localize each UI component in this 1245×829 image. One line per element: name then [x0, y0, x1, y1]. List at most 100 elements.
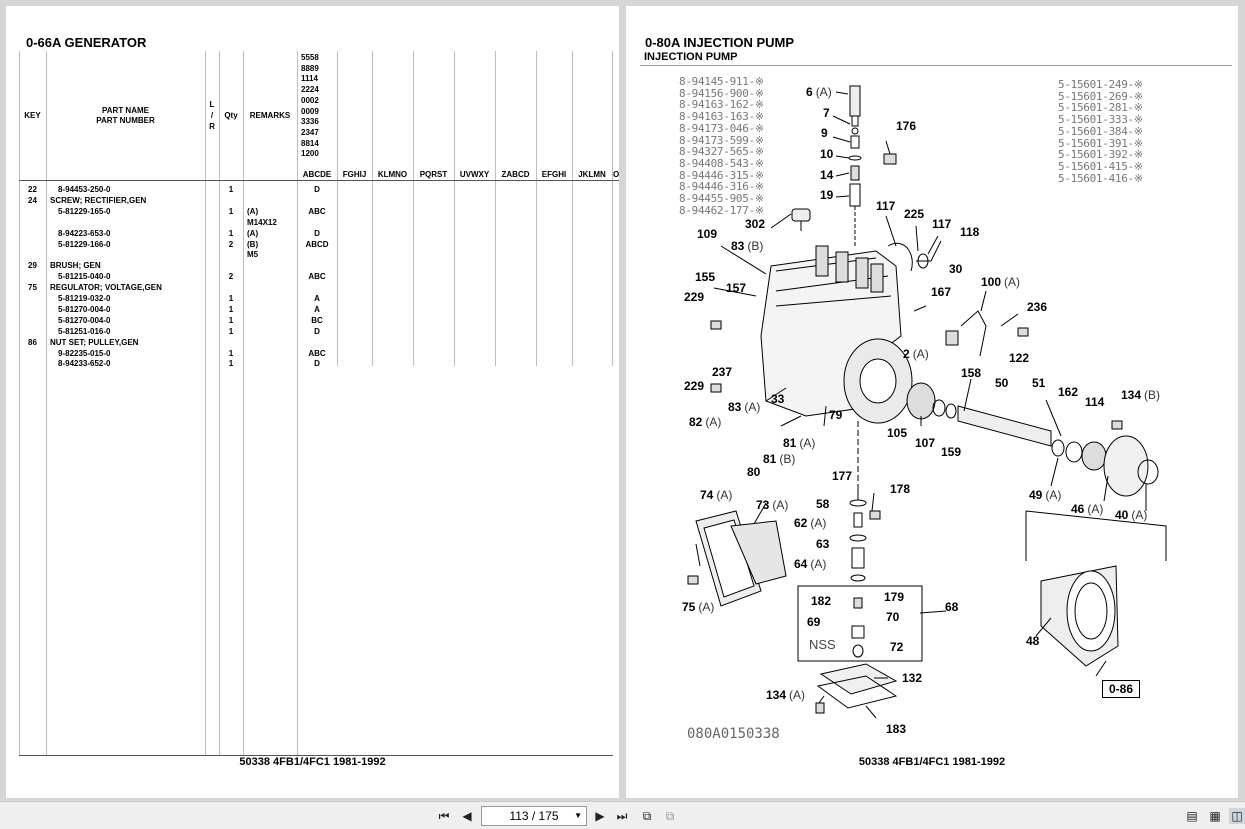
- serial-codes: 5558 8889 1114 2224 0002 0009 3336 2347 …: [301, 53, 319, 159]
- ref-number: 8-94156-900-※: [679, 86, 764, 100]
- callout-14: 14: [820, 168, 833, 182]
- cell-code: A: [314, 294, 320, 303]
- right-page: 0-80A INJECTION PUMP INJECTION PUMP 8-94…: [626, 6, 1238, 798]
- callout-46: 46(A): [1071, 502, 1103, 516]
- callout-number: 81: [763, 452, 777, 466]
- cell-key: 29: [28, 261, 37, 271]
- image-id: 080A0150338: [687, 726, 780, 742]
- callout-162: 162: [1058, 385, 1078, 399]
- callout-number: 105: [887, 426, 908, 440]
- callout-number: 100: [981, 275, 1002, 289]
- callout-variant: (B): [1144, 388, 1161, 402]
- next-page-icon[interactable]: ▶: [595, 809, 605, 823]
- callout-number: 73: [756, 498, 770, 512]
- callout-51: 51: [1032, 376, 1045, 390]
- cell-code: D: [314, 185, 320, 194]
- callout-62: 62(A): [794, 516, 826, 530]
- cross-ref-box[interactable]: 0-86: [1102, 680, 1141, 698]
- cell-code: D: [314, 326, 320, 336]
- callout-82: 82(A): [689, 415, 721, 429]
- callout-number: 75: [682, 600, 696, 614]
- callout-variant: (A): [1131, 508, 1148, 522]
- facing-page-icon[interactable]: ◫: [1229, 808, 1245, 824]
- callout-number: 122: [1009, 351, 1030, 365]
- callout-number: 9: [821, 126, 828, 140]
- cell-qty: 2: [228, 272, 234, 282]
- callout-number: 7: [823, 106, 830, 120]
- cell-number: 5-81270-004-0: [58, 304, 111, 314]
- callout-variant: (A): [789, 688, 806, 702]
- page-number-select[interactable]: 113 / 175 ▼: [481, 806, 587, 826]
- callout-number: 182: [811, 594, 832, 608]
- callout-134: 134(A): [766, 688, 805, 702]
- callout-number: 33: [771, 392, 785, 406]
- cell-qty: 1: [228, 304, 234, 314]
- callout-variant: (A): [716, 488, 733, 502]
- callout-number: 30: [949, 262, 963, 276]
- callout-132: 132: [902, 671, 922, 685]
- col-code-7: EFGHI: [541, 170, 567, 179]
- header-remarks: REMARKS: [249, 111, 291, 120]
- header-qty: Qty: [224, 111, 238, 120]
- cell-key: 75: [28, 283, 37, 293]
- col-code-9: O: [613, 170, 619, 179]
- header-slash: /: [210, 111, 214, 120]
- callout-number: 178: [890, 482, 911, 496]
- first-page-icon[interactable]: ⏮: [438, 809, 450, 823]
- cell-code: ABC: [308, 206, 326, 216]
- callout-number: 63: [816, 537, 830, 551]
- callout-number: 117: [932, 217, 952, 231]
- ref-number: 8-94163-163-※: [679, 110, 764, 124]
- ref-number: 5-15601-384-※: [1058, 124, 1143, 138]
- cell-key: 86: [28, 337, 37, 347]
- callout-variant: (A): [799, 436, 816, 450]
- section-title: 0-80A INJECTION PUMP: [645, 35, 795, 50]
- prev-page-icon[interactable]: ◀: [462, 809, 472, 823]
- callout-9: 9: [821, 126, 828, 140]
- copy-icon[interactable]: ⧉: [642, 809, 652, 823]
- cell-code: ABC: [308, 348, 326, 358]
- cell-remarks: M14X12: [247, 217, 277, 227]
- paste-icon[interactable]: ⧉: [665, 809, 675, 823]
- callout-number: 80: [747, 465, 761, 479]
- callout-variant: (B): [779, 452, 796, 466]
- cell-name: NUT SET; PULLEY,GEN: [50, 337, 139, 347]
- callout-number: 236: [1027, 300, 1048, 314]
- callout-number: 14: [820, 168, 834, 182]
- callout-236: 236: [1027, 300, 1047, 314]
- callout-number: 83: [731, 239, 745, 253]
- cell-code: BC: [311, 315, 323, 325]
- callout-64: 64(A): [794, 557, 826, 571]
- cell-qty: 2: [228, 239, 234, 249]
- cell-qty: 1: [228, 348, 234, 358]
- cell-remarks: (B): [247, 239, 259, 249]
- callout-83: 83(A): [728, 400, 760, 414]
- callout-number: 51: [1032, 376, 1046, 390]
- callout-178: 178: [890, 482, 910, 496]
- cell-number: 5-81219-032-0: [58, 294, 111, 303]
- callout-variant: (B): [747, 239, 764, 253]
- col-code-4: PQRST: [419, 170, 448, 179]
- left-page: 0-66A GENERATOR KEY PART NAME PART NUMBE…: [6, 6, 619, 798]
- callout-variant: (A): [912, 347, 929, 361]
- cell-number: 8-94223-653-0: [58, 228, 111, 238]
- callout-68: 68: [945, 600, 958, 614]
- cell-number: 9-82235-015-0: [58, 348, 111, 358]
- callout-number: 167: [931, 285, 952, 299]
- ref-number: 5-15601-392-※: [1058, 148, 1143, 162]
- callout-number: 62: [794, 516, 808, 530]
- callout-74: 74(A): [700, 488, 732, 502]
- callout-229: 229: [684, 290, 704, 304]
- single-page-icon[interactable]: ▤: [1186, 809, 1198, 823]
- callout-variant: (A): [1045, 488, 1062, 502]
- ref-number: 5-15601-415-※: [1058, 159, 1143, 173]
- callout-80: 80: [747, 465, 760, 479]
- ref-number: 5-15601-249-※: [1058, 78, 1143, 91]
- last-page-icon[interactable]: ⏭: [616, 809, 628, 823]
- callout-number: 159: [941, 445, 962, 459]
- cell-number: 5-81270-004-0: [58, 315, 111, 325]
- callout-105: 105: [887, 426, 907, 440]
- callout-number: 49: [1029, 488, 1043, 502]
- continuous-page-icon[interactable]: ▦: [1209, 809, 1221, 823]
- callout-variant: (A): [810, 557, 827, 571]
